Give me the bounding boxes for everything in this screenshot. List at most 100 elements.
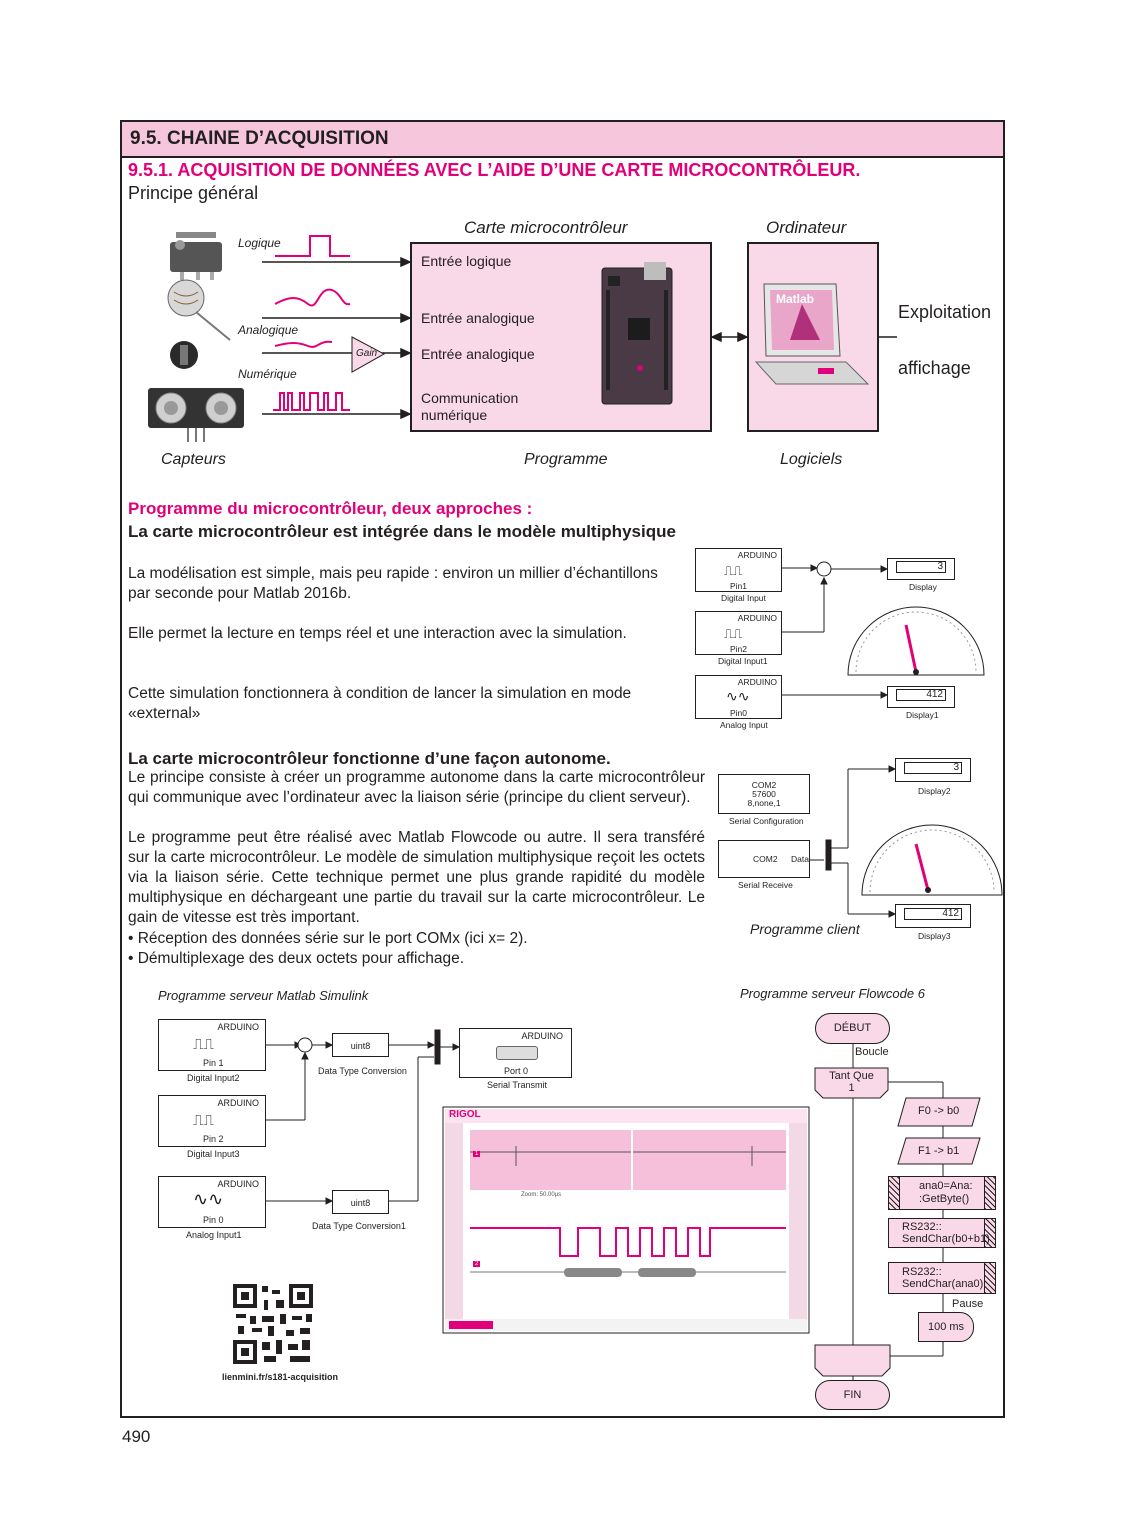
- approche-1-paragraph-1: La modélisation est simple, mais peu rap…: [128, 565, 658, 602]
- digital-input3-caption: Digital Input3: [187, 1149, 240, 1159]
- laptop-icon: [754, 283, 870, 385]
- scope-zoom: Zoom: 50.00µs: [521, 1192, 562, 1198]
- gain-triangle: [351, 336, 386, 373]
- qr-link[interactable]: lienmini.fr/s181-acquisition: [222, 1372, 339, 1382]
- display-value: 3: [896, 561, 946, 573]
- loop-end-shape: [814, 1344, 891, 1377]
- flow-tant-que-label: Tant Que: [829, 1070, 874, 1082]
- flow-rs232-1-line2: SendChar(b0+b1): [902, 1233, 990, 1245]
- principe-label: Principe général: [128, 183, 259, 203]
- approche-1-paragraph-3: Cette simulation fonctionnera à conditio…: [128, 685, 632, 722]
- display1-caption: Display1: [906, 710, 939, 720]
- flow-ana-line1: ana0=Ana:: [919, 1180, 973, 1192]
- flowcode-lines: [852, 1044, 944, 1380]
- flow-pause-block: 100 ms: [918, 1312, 974, 1342]
- content-frame: [120, 120, 1005, 1418]
- arduino-label: ARDUINO: [217, 1179, 259, 1189]
- pin-label: Pin2: [730, 644, 748, 654]
- page-number: 490: [122, 1427, 151, 1446]
- dtc1-caption: Data Type Conversion1: [312, 1221, 406, 1231]
- gauge-1: [847, 606, 985, 676]
- arduino-label: ARDUINO: [521, 1031, 563, 1041]
- display2-block: 3: [895, 758, 971, 782]
- scope-ch1-marker: 1: [473, 1151, 481, 1157]
- flow-rs232-1-block: RS232:: SendChar(b0+b1): [888, 1218, 996, 1248]
- approche-2-title: La carte microcontrôleur fonctionne d’un…: [128, 749, 611, 768]
- approche-2-paragraph-2: Le programme peut être réalisé avec Matl…: [128, 829, 705, 926]
- scope-brand: RIGOL: [449, 1109, 481, 1120]
- input-logique: Entrée logique: [421, 253, 512, 269]
- header-band: [122, 122, 1003, 158]
- scope-ch2-marker: 2: [473, 1261, 481, 1267]
- input-analogique-1: Entrée analogique: [421, 310, 535, 326]
- sine-wave-icon: ∿∿: [726, 688, 750, 704]
- flow-rs232-1-line1: RS232::: [902, 1221, 942, 1233]
- digital-input3-block: ARDUINO ⎍⎍ Pin 2: [158, 1095, 266, 1147]
- approche-1-title: La carte microcontrôleur est intégrée da…: [128, 522, 676, 541]
- approche-2-paragraph-1: Le principe consiste à créer un programm…: [128, 769, 705, 806]
- pin-label: Pin 1: [203, 1058, 224, 1068]
- section-title: 9.5. CHAINE D’ACQUISITION: [130, 128, 389, 149]
- flow-f0: F0 -> b0: [918, 1105, 960, 1117]
- flow-ana-line2: :GetByte(): [919, 1193, 970, 1205]
- display3-caption: Display3: [918, 931, 951, 941]
- flow-ana-block: ana0=Ana: :GetByte(): [888, 1176, 996, 1210]
- potentiometer-sensor-icon: [170, 341, 198, 369]
- serial-configuration-caption: Serial Configuration: [729, 816, 804, 826]
- flow-rs232-2-line1: RS232::: [902, 1266, 942, 1278]
- serial-format-label: 8,none,1: [747, 798, 781, 808]
- f1-shape: [897, 1137, 981, 1165]
- server-lines: [266, 1029, 461, 1205]
- server-flowcode-caption: Programme serveur Flowcode 6: [740, 986, 925, 1001]
- gauge-2: [861, 824, 1003, 896]
- pin-label: Pin1: [730, 581, 748, 591]
- microswitch-sensor-icon: [170, 232, 222, 280]
- flow-rs232-2-block: RS232:: SendChar(ana0): [888, 1262, 996, 1294]
- server-simulink-caption: Programme serveur Matlab Simulink: [158, 988, 369, 1003]
- dtc-caption: Data Type Conversion: [318, 1066, 407, 1076]
- analog-input-block: ARDUINO ∿∿ Pin0: [695, 675, 782, 719]
- display-block: 3: [887, 558, 955, 580]
- serial-transmit-caption: Serial Transmit: [487, 1080, 548, 1090]
- mcu-title: Carte microcontrôleur: [464, 218, 628, 237]
- square-wave-icon: ⎍⎍: [193, 1036, 215, 1053]
- square-wave-icon: ⎍⎍: [724, 626, 743, 641]
- client-caption: Programme client: [750, 921, 860, 937]
- flow-tant-que: Tant Que 1: [815, 1070, 888, 1094]
- signal-logique-label: Logique: [238, 236, 281, 250]
- flow-boucle-label: Boucle: [855, 1046, 889, 1058]
- matlab-label: Matlab: [776, 292, 815, 306]
- flow-f1: F1 -> b1: [918, 1145, 960, 1157]
- digital-input2-caption: Digital Input2: [187, 1073, 240, 1083]
- display3-block: 412: [895, 904, 971, 928]
- analog-signal-small-icon: [274, 340, 333, 348]
- subsection-title: 9.5.1. ACQUISITION DE DONNÉES AVEC L’AID…: [128, 160, 861, 180]
- analog-input1-block: ARDUINO ∿∿ Pin 0: [158, 1176, 266, 1228]
- serial-receive-block: COM2 Data: [718, 840, 810, 878]
- approche-1-paragraph-2: Elle permet la lecture en temps réel et …: [128, 625, 627, 642]
- digital-input-caption: Digital Input: [721, 593, 766, 603]
- display-caption: Display: [909, 582, 937, 592]
- arduino-label: ARDUINO: [217, 1022, 259, 1032]
- while-shape: [814, 1067, 889, 1099]
- bullet-1: • Réception des données série sur le por…: [128, 930, 528, 947]
- serial-port-icon: [496, 1046, 538, 1060]
- arduino-label: ARDUINO: [737, 677, 777, 687]
- digital-input-block: ARDUINO ⎍⎍ Pin1: [695, 548, 782, 592]
- bidirectional-arrow: [710, 331, 749, 343]
- flow-rs232-2-line2: SendChar(ana0): [902, 1278, 984, 1290]
- com-port-label: COM2: [753, 854, 778, 864]
- simulink-top-lines: [782, 561, 889, 699]
- square-wave-icon: ⎍⎍: [724, 563, 743, 578]
- dtc1-block: uint8: [332, 1190, 389, 1214]
- output-affichage: affichage: [898, 358, 971, 378]
- display1-value: 412: [896, 689, 946, 701]
- port-label: Port 0: [504, 1066, 529, 1076]
- data-port-label: Data: [791, 854, 809, 864]
- logic-signal-icon: [275, 235, 350, 257]
- input-communication: Communication numérique: [421, 390, 519, 423]
- ultrasonic-sensor-icon: [148, 388, 244, 442]
- pc-title: Ordinateur: [766, 218, 847, 237]
- qr-code-icon: [233, 1284, 313, 1364]
